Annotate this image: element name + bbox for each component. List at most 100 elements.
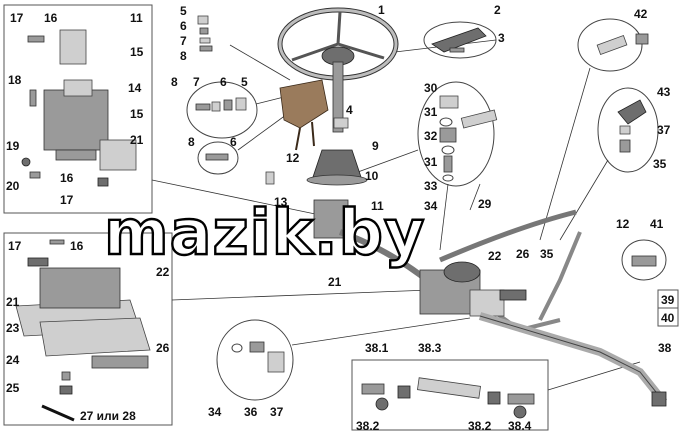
label-8: 8 — [188, 135, 195, 149]
nipple-part — [596, 35, 628, 55]
label-37: 37 — [657, 123, 671, 137]
label-24: 24 — [6, 353, 20, 367]
tie-rod-exploded — [361, 377, 535, 419]
horn-pad-part — [431, 27, 487, 53]
label-38-4: 38.4 — [508, 419, 532, 433]
label-38-2: 38.2 — [356, 419, 380, 433]
label-12: 12 — [616, 217, 630, 231]
valve-lever — [499, 289, 527, 301]
label-38-3: 38.3 — [418, 341, 442, 355]
steering-wheel-spokes — [291, 11, 385, 62]
bolt-41 — [631, 255, 657, 267]
label-10: 10 — [365, 169, 379, 183]
tie-rod-detail-frame — [351, 359, 549, 431]
label-17: 17 — [60, 193, 74, 207]
label-4: 4 — [346, 103, 353, 117]
label-2: 2 — [494, 3, 501, 17]
label-20: 20 — [6, 179, 20, 193]
label-36: 36 — [244, 405, 258, 419]
label-29: 29 — [478, 197, 492, 211]
label-31: 31 — [424, 105, 438, 119]
label-15: 15 — [130, 45, 144, 59]
label-8: 8 — [180, 49, 187, 63]
label-16: 16 — [60, 171, 74, 185]
label-41: 41 — [650, 217, 664, 231]
connector-line — [559, 159, 609, 241]
valve-detail-frame — [3, 232, 173, 426]
label-23: 23 — [6, 321, 20, 335]
column-clamp — [333, 117, 349, 129]
connector-line — [171, 289, 431, 301]
valve-exploded-view — [15, 239, 151, 422]
connector-line — [229, 44, 291, 81]
callout-labels: 1 2 3 4 5 6 7 8 8 7 6 5 8 6 9 12 10 11 1… — [6, 3, 675, 433]
detail-circle-bolt-41 — [621, 239, 667, 281]
label-21: 21 — [328, 275, 342, 289]
label-13: 13 — [274, 195, 288, 209]
label-40: 40 — [661, 311, 675, 325]
connector-line — [539, 67, 591, 241]
label-14: 14 — [128, 81, 142, 95]
label-5: 5 — [180, 4, 187, 18]
label-42: 42 — [634, 7, 648, 21]
label-34: 34 — [424, 199, 438, 213]
valve-arm — [469, 289, 505, 317]
connector-line — [469, 183, 481, 211]
label-7: 7 — [193, 75, 200, 89]
label-5: 5 — [241, 75, 248, 89]
label-37: 37 — [270, 405, 284, 419]
label-9: 9 — [372, 139, 379, 153]
label-22: 22 — [488, 249, 502, 263]
o-ring — [231, 343, 243, 353]
fitting-set — [439, 95, 498, 182]
hose-29 — [439, 209, 577, 263]
label-11: 11 — [130, 11, 143, 25]
label-22: 22 — [156, 265, 170, 279]
column-mount-bracket — [279, 79, 329, 129]
label-30: 30 — [424, 81, 438, 95]
elbow-fitting — [617, 99, 647, 125]
screw-12 — [265, 171, 275, 185]
label-1: 1 — [378, 3, 385, 17]
label-27-or-28: 27 или 28 — [80, 409, 136, 423]
label-11: 11 — [371, 199, 384, 213]
label-26: 26 — [516, 247, 530, 261]
detail-circle-fittings — [417, 81, 495, 187]
label-21: 21 — [6, 295, 20, 309]
label-15: 15 — [130, 107, 144, 121]
detail-circle-elbow — [597, 87, 659, 173]
label-7: 7 — [180, 34, 187, 48]
detail-circle-nipple — [577, 18, 643, 72]
label-6: 6 — [180, 19, 187, 33]
seal-sleeve — [267, 351, 285, 373]
label-8: 8 — [171, 75, 178, 89]
connector-line — [151, 179, 321, 216]
label-21: 21 — [130, 133, 144, 147]
connector-line — [291, 317, 471, 346]
label-18: 18 — [8, 73, 22, 87]
label-12: 12 — [286, 151, 300, 165]
seal-fitting — [249, 341, 265, 353]
label-26: 26 — [156, 341, 170, 355]
gearbox-detail-frame — [3, 4, 153, 214]
connector-line — [237, 111, 291, 151]
label-35: 35 — [540, 247, 554, 261]
label-6: 6 — [230, 135, 237, 149]
label-38-1: 38.1 — [365, 341, 389, 355]
detail-circle-bolts-upper — [186, 81, 258, 139]
label-16: 16 — [70, 239, 84, 253]
pipe-35 — [538, 231, 582, 321]
connector-line — [439, 183, 449, 251]
label-38-2: 38.2 — [468, 419, 492, 433]
label-35: 35 — [653, 157, 667, 171]
gearbox-exploded-view — [21, 29, 137, 187]
tie-rod-38 — [478, 312, 668, 405]
detail-circle-bolt-lower — [197, 141, 239, 175]
boot-flange — [306, 174, 368, 186]
tie-rod-end — [651, 391, 667, 407]
valve-cap — [443, 261, 481, 283]
tie-rod-38-outline — [479, 315, 665, 403]
nipple-nut — [635, 33, 649, 45]
label-32: 32 — [424, 129, 438, 143]
